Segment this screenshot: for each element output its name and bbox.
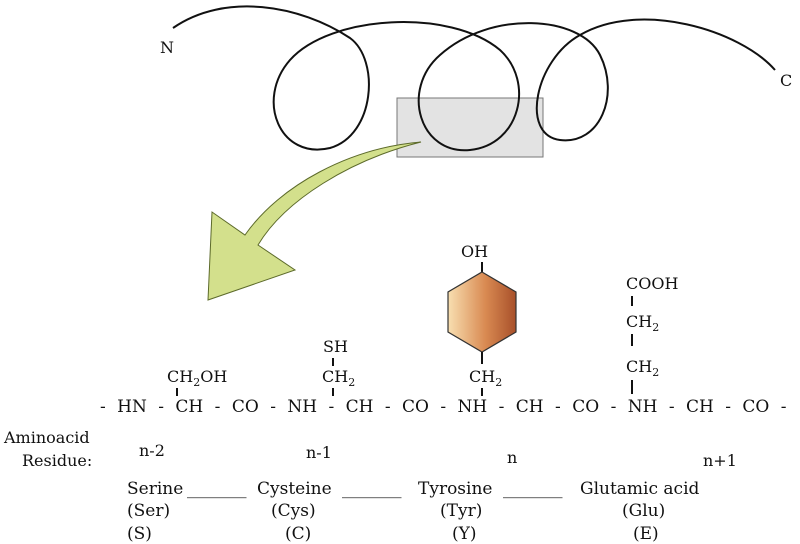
tyrosine-side-chain: OH CH2: [447, 242, 517, 396]
aminoacid-label: Aminoacid: [3, 428, 90, 447]
one-letter-code: (E): [633, 524, 659, 544]
three-letter-code: (Cys): [271, 501, 316, 521]
bond-dash: -: [215, 397, 221, 417]
c-terminus-label: C: [780, 71, 792, 90]
bond-dash: -: [440, 397, 446, 417]
bond-dash: -: [385, 397, 391, 417]
bond-dash: -: [100, 397, 106, 417]
ch2-group: CH: [469, 367, 495, 386]
ch2-group: CH: [626, 357, 652, 376]
phenyl-ring: [447, 271, 517, 353]
bond-dash: -: [158, 397, 164, 417]
residue-sequence: Serine _______ Cysteine _______ Tyrosine…: [127, 479, 700, 499]
nh-group: NH: [628, 397, 658, 417]
bond-dash: -: [270, 397, 276, 417]
carbonyl-group: CO: [232, 397, 259, 417]
svg-text:CH2: CH2: [626, 357, 659, 379]
position-label-n: n: [507, 448, 517, 467]
connector: _______: [503, 479, 563, 499]
carbonyl-group: CO: [742, 397, 769, 417]
residue-label: Residue:: [22, 451, 92, 470]
svg-text:CH2: CH2: [626, 312, 659, 334]
one-letter-code: (S): [127, 524, 152, 544]
hydroxyl-group: OH: [461, 242, 488, 261]
carbonyl-group: CO: [402, 397, 429, 417]
zoom-arrow: [207, 141, 422, 301]
svg-text:CH2OH: CH2OH: [167, 367, 227, 389]
n-terminus-label: N: [160, 38, 174, 57]
carbonyl-group: CO: [572, 397, 599, 417]
ch2-group: CH: [167, 367, 193, 386]
hn-group: HN: [117, 397, 147, 417]
position-label-n-2: n-2: [139, 441, 165, 460]
one-letter-code: (Y): [452, 524, 477, 544]
residue-name-serine: Serine: [127, 479, 183, 499]
connector: _______: [187, 479, 247, 499]
three-letter-code: (Tyr): [440, 501, 482, 521]
alpha-carbon: CH: [686, 397, 714, 417]
connector: _______: [342, 479, 402, 499]
protein-coil: [172, 5, 776, 152]
position-label-n+1: n+1: [703, 451, 737, 470]
alpha-carbon: CH: [175, 397, 203, 417]
backbone-chain: - HN - CH - CO - NH - CH - CO - NH - CH …: [100, 397, 787, 417]
bond-dash: -: [499, 397, 505, 417]
bond-dash: -: [555, 397, 561, 417]
svg-text:CH2: CH2: [469, 367, 502, 389]
bond-dash: -: [669, 397, 675, 417]
bond-dash: -: [781, 397, 787, 417]
thiol-group: SH: [323, 337, 348, 356]
glutamic-acid-side-chain: COOH CH2 CH2: [626, 274, 678, 394]
cysteine-side-chain: SH CH2: [322, 337, 355, 396]
alpha-carbon: CH: [516, 397, 544, 417]
residue-name-tyrosine: Tyrosine: [418, 479, 492, 499]
three-letter-code: (Ser): [127, 501, 170, 521]
nh-group: NH: [287, 397, 317, 417]
bond-dash: -: [328, 397, 334, 417]
three-letter-code: (Glu): [622, 501, 665, 521]
serine-side-chain: CH2OH: [167, 367, 227, 396]
alpha-carbon: CH: [346, 397, 374, 417]
ch2-group: CH: [626, 312, 652, 331]
residue-name-glutamic-acid: Glutamic acid: [580, 479, 700, 499]
one-letter-code: (C): [285, 524, 311, 544]
bond-dash: -: [725, 397, 731, 417]
ch2-group: CH: [322, 367, 348, 386]
position-label-n-1: n-1: [306, 443, 332, 462]
carboxyl-group: COOH: [626, 274, 678, 293]
svg-text:CH2: CH2: [322, 367, 355, 389]
bond-dash: -: [611, 397, 617, 417]
nh-group: NH: [458, 397, 488, 417]
highlight-box: [396, 97, 544, 158]
residue-name-cysteine: Cysteine: [257, 479, 332, 499]
